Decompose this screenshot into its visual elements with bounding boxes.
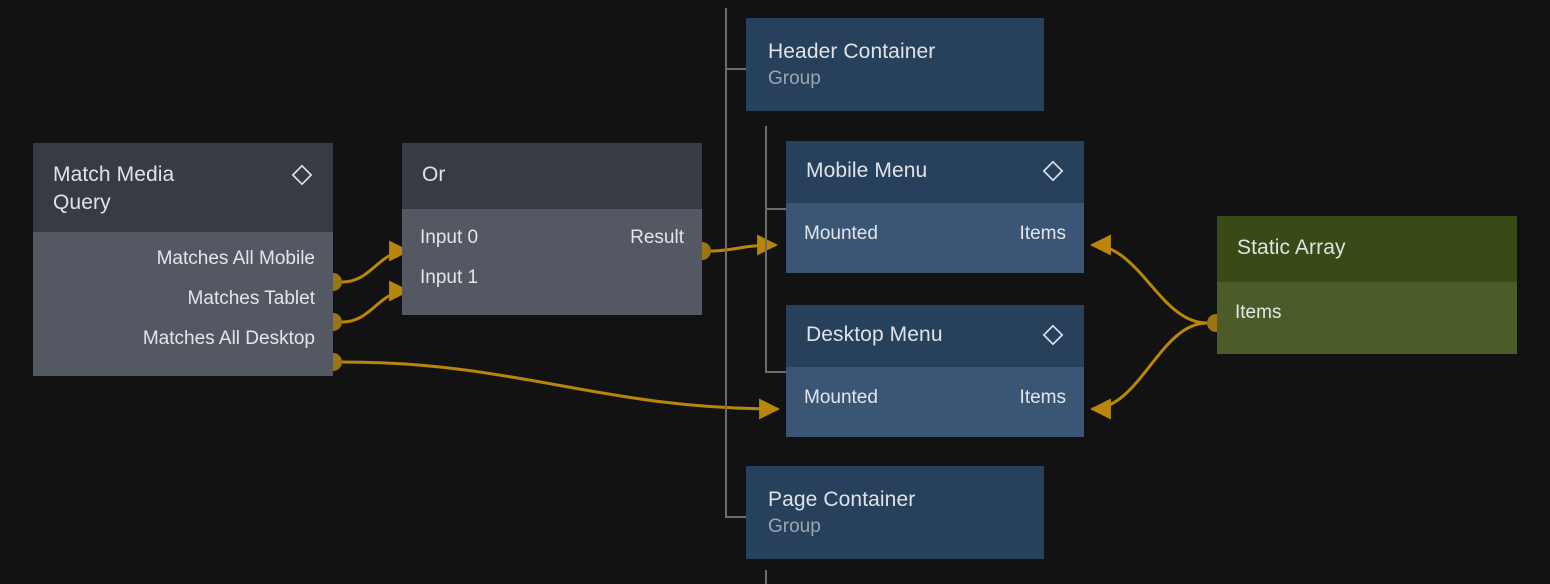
tree-line-inner [765, 126, 787, 373]
diamond-icon [1042, 160, 1064, 182]
input-port-label-input-0: Input 0 [420, 226, 479, 248]
node-body: Items [1217, 281, 1517, 354]
output-port-label-result: Result [630, 226, 684, 248]
node-match-media-query[interactable]: Match Media Query Matches All Mobile Mat… [33, 143, 333, 377]
port-label: Matches Tablet [187, 288, 315, 310]
node-mobile-menu[interactable]: Mobile Menu Mounted Items [786, 141, 1084, 273]
output-port-matches-all-desktop[interactable]: Matches All Desktop [33, 324, 333, 354]
node-body: Matches All Mobile Matches Tablet Matche… [33, 232, 333, 377]
node-desktop-menu[interactable]: Desktop Menu Mounted Items [786, 305, 1084, 437]
node-header[interactable]: Page Container Group [746, 466, 1044, 560]
node-body: Input 0 Result Input 1 [402, 208, 702, 315]
port-row-mounted-items[interactable]: Mounted Items [786, 383, 1084, 413]
wire-desktop-to-desktop-menu-mounted [324, 353, 781, 420]
tree-stub-bottom [765, 570, 767, 584]
wire-tablet-to-input1 [324, 280, 411, 331]
node-header[interactable]: Static Array [1217, 216, 1517, 282]
node-subtitle: Group [768, 515, 821, 537]
input-port-label-mounted: Mounted [804, 386, 878, 408]
wire-static-array-to-desktop-menu-items [1089, 321, 1208, 420]
node-header-container[interactable]: Header Container Group [746, 18, 1044, 112]
output-port-matches-all-mobile[interactable]: Matches All Mobile [33, 244, 333, 274]
input-port-label-items: Items [1019, 386, 1066, 408]
tree-tick-mobile-menu [765, 208, 787, 210]
node-body: Mounted Items [786, 366, 1084, 437]
port-label: Matches All Mobile [156, 248, 315, 270]
node-title: Page Container [768, 488, 916, 511]
port-row-input0-result[interactable]: Input 0 Result [402, 223, 702, 253]
output-port-matches-tablet[interactable]: Matches Tablet [33, 284, 333, 314]
wire-static-array-to-mobile-menu-items [1089, 234, 1225, 332]
tree-tick-header-container [725, 68, 747, 70]
node-page-container[interactable]: Page Container Group [746, 466, 1044, 560]
node-body: Mounted Items [786, 202, 1084, 273]
node-header[interactable]: Or [402, 143, 702, 209]
input-port-label-items: Items [1019, 222, 1066, 244]
node-title: Static Array [1237, 236, 1346, 259]
input-port-label-mounted: Mounted [804, 222, 878, 244]
diamond-icon [1042, 324, 1064, 346]
port-label: Items [1235, 301, 1282, 323]
node-subtitle: Group [768, 67, 821, 89]
port-row-mounted-items[interactable]: Mounted Items [786, 219, 1084, 249]
diamond-icon [291, 164, 313, 186]
node-title: Match Media Query [53, 163, 175, 214]
node-title: Mobile Menu [806, 159, 928, 182]
node-header[interactable]: Mobile Menu [786, 141, 1084, 203]
node-or[interactable]: Or Input 0 Result Input 1 [402, 143, 702, 315]
node-header[interactable]: Match Media Query [33, 143, 333, 233]
port-row-input1[interactable]: Input 1 [402, 263, 702, 293]
node-title: Or [422, 163, 446, 186]
node-static-array[interactable]: Static Array Items [1217, 216, 1517, 354]
tree-line-outer [725, 8, 747, 518]
wire-mobile-to-input0 [324, 240, 411, 291]
output-port-items[interactable]: Items [1217, 298, 1517, 328]
input-port-label-input-1: Input 1 [420, 266, 479, 288]
node-title: Header Container [768, 40, 936, 63]
node-title: Desktop Menu [806, 323, 943, 346]
node-header[interactable]: Desktop Menu [786, 305, 1084, 367]
node-header[interactable]: Header Container Group [746, 18, 1044, 112]
port-label: Matches All Desktop [142, 328, 315, 350]
